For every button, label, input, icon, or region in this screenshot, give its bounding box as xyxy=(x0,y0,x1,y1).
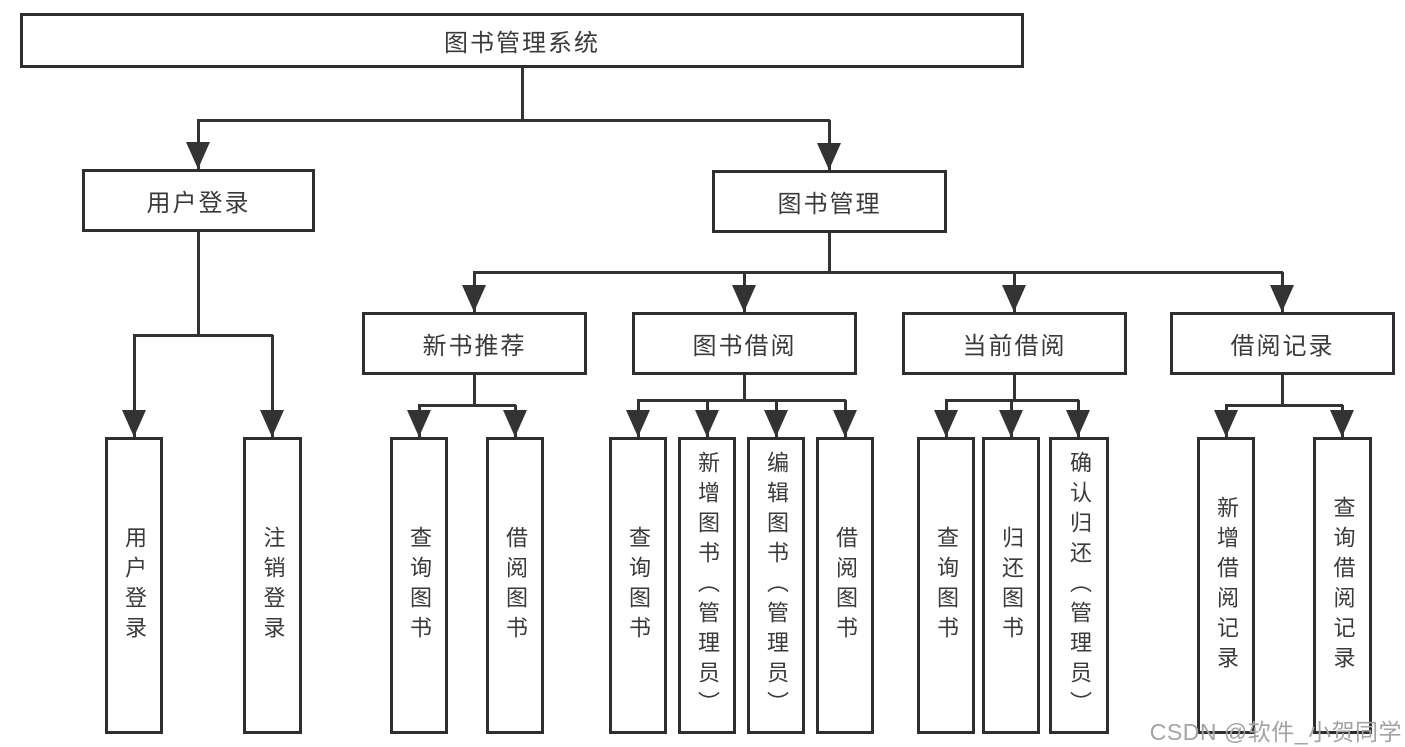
leaf-rec-borrow-book-label: 借阅图书 xyxy=(503,525,528,646)
watermark-text: CSDN @软件_小贺同学 xyxy=(1149,719,1402,745)
node-book-borrowing: 图书借阅 xyxy=(632,312,857,375)
node-root-label: 图书管理系统 xyxy=(444,30,600,57)
arrow-down-icon xyxy=(1066,410,1090,437)
node-book-management-label: 图书管理 xyxy=(777,191,882,218)
node-user-login: 用户登录 xyxy=(82,169,315,232)
arrow-down-icon xyxy=(1214,410,1238,437)
arrow-down-icon xyxy=(122,410,146,437)
leaf-cb-confirm-return-admin-label: 确认归还（管理员） xyxy=(1067,450,1092,721)
arrow-down-icon xyxy=(817,143,841,170)
connector-vline xyxy=(521,68,524,120)
arrow-down-icon xyxy=(186,142,210,169)
arrow-down-icon xyxy=(462,285,486,312)
leaf-rec-query-book-label: 查询图书 xyxy=(407,525,432,646)
leaf-cb-confirm-return-admin: 确认归还（管理员） xyxy=(1049,437,1109,734)
leaf-bb-add-book-admin-label: 新增图书（管理员） xyxy=(695,450,720,721)
leaf-rec-query-book: 查询图书 xyxy=(390,437,448,734)
leaf-bb-borrow-book: 借阅图书 xyxy=(816,437,874,734)
node-book-borrowing-label: 图书借阅 xyxy=(692,333,797,360)
leaf-cb-query-book-label: 查询图书 xyxy=(934,525,959,646)
leaf-bb-query-book: 查询图书 xyxy=(609,437,667,734)
node-book-management: 图书管理 xyxy=(712,170,947,233)
leaf-rec-borrow-book: 借阅图书 xyxy=(486,437,544,734)
arrow-down-icon xyxy=(1270,285,1294,312)
connector-vline xyxy=(197,232,200,335)
arrow-down-icon xyxy=(764,410,788,437)
arrow-down-icon xyxy=(833,410,857,437)
node-new-book-recommendation-label: 新书推荐 xyxy=(422,333,527,360)
leaf-bb-borrow-book-label: 借阅图书 xyxy=(833,525,858,646)
leaf-br-add-record-label: 新增借阅记录 xyxy=(1214,495,1239,676)
leaf-bb-add-book-admin: 新增图书（管理员） xyxy=(678,437,736,734)
node-borrowing-records-label: 借阅记录 xyxy=(1230,333,1335,360)
arrow-down-icon xyxy=(626,410,650,437)
connector-hline xyxy=(945,399,1079,402)
node-new-book-recommendation: 新书推荐 xyxy=(362,312,587,375)
connector-vline xyxy=(1281,375,1284,405)
leaf-logout-label: 注销登录 xyxy=(260,525,286,646)
leaf-bb-edit-book-admin: 编辑图书（管理员） xyxy=(747,437,805,734)
arrow-down-icon xyxy=(695,410,719,437)
leaf-br-query-record-label: 查询借阅记录 xyxy=(1330,495,1356,676)
leaf-br-query-record: 查询借阅记录 xyxy=(1313,437,1372,734)
arrow-down-icon xyxy=(260,410,284,437)
leaf-cb-return-book: 归还图书 xyxy=(982,437,1040,734)
leaf-cb-query-book: 查询图书 xyxy=(917,437,975,734)
connector-hline xyxy=(418,404,516,407)
connector-hline xyxy=(637,399,846,402)
connector-vline xyxy=(473,375,476,405)
node-borrowing-records: 借阅记录 xyxy=(1170,312,1395,375)
leaf-cb-return-book-label: 归还图书 xyxy=(999,525,1024,646)
connector-hline xyxy=(133,334,273,337)
connector-vline xyxy=(1013,375,1016,400)
arrow-down-icon xyxy=(934,410,958,437)
leaf-user-login: 用户登录 xyxy=(105,437,163,734)
connector-vline xyxy=(743,375,746,400)
connector-vline xyxy=(271,335,274,437)
connector-hline xyxy=(197,119,830,122)
arrow-down-icon xyxy=(1330,410,1354,437)
node-current-borrowing-label: 当前借阅 xyxy=(962,333,1067,360)
node-root: 图书管理系统 xyxy=(20,13,1024,68)
arrow-down-icon xyxy=(732,285,756,312)
node-user-login-label: 用户登录 xyxy=(146,190,251,217)
arrow-down-icon xyxy=(999,410,1023,437)
connector-vline xyxy=(133,335,136,437)
leaf-bb-edit-book-admin-label: 编辑图书（管理员） xyxy=(764,450,789,721)
arrow-down-icon xyxy=(407,410,431,437)
connector-hline xyxy=(473,271,1283,274)
node-current-borrowing: 当前借阅 xyxy=(902,312,1127,375)
arrow-down-icon xyxy=(503,410,527,437)
leaf-bb-query-book-label: 查询图书 xyxy=(626,525,651,646)
leaf-user-login-label: 用户登录 xyxy=(122,525,147,646)
leaf-br-add-record: 新增借阅记录 xyxy=(1197,437,1255,734)
connector-vline xyxy=(828,233,831,272)
leaf-logout: 注销登录 xyxy=(243,437,302,734)
arrow-down-icon xyxy=(1002,285,1026,312)
connector-hline xyxy=(1225,404,1343,407)
